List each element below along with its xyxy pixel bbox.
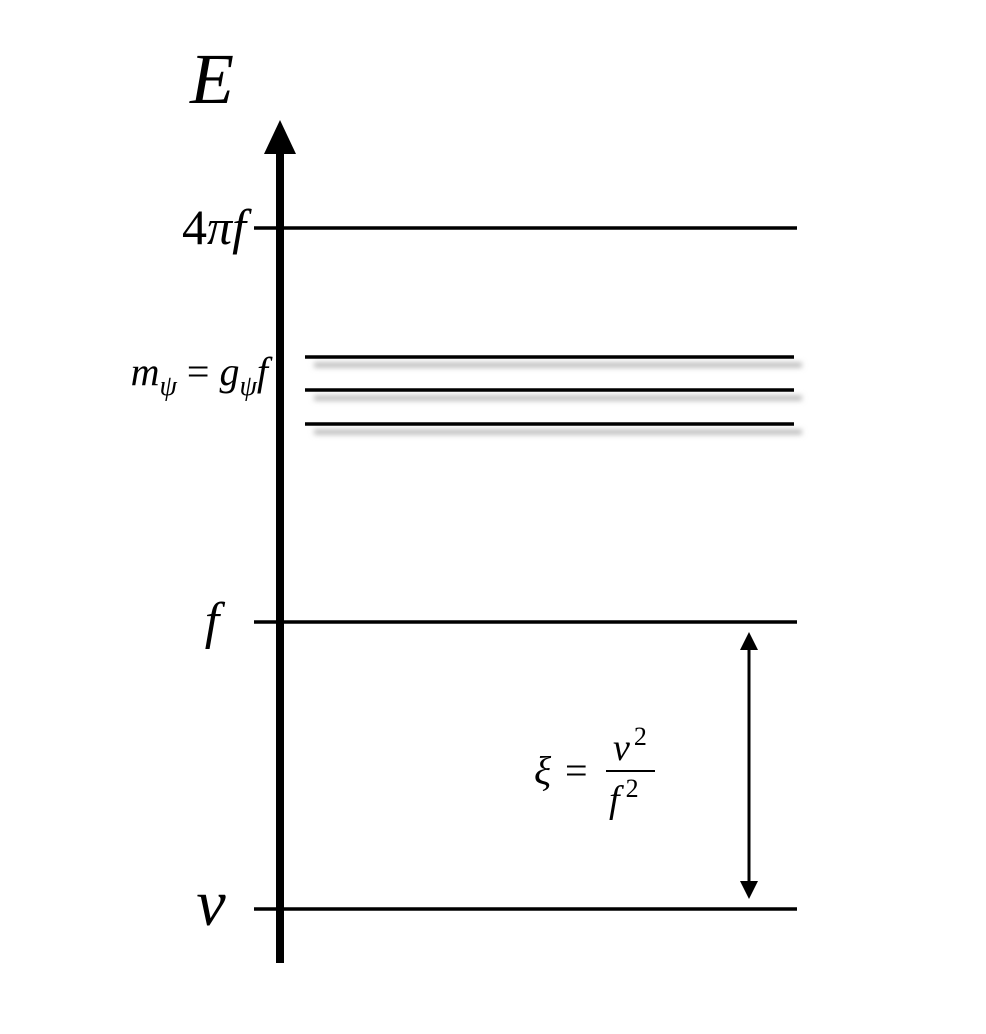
energy-axis-arrowhead bbox=[264, 120, 296, 154]
cutoff-level-prefix: 4 bbox=[182, 199, 207, 255]
xi-denominator-exponent: 2 bbox=[626, 774, 639, 803]
resonance-label: mψ=gψf bbox=[131, 349, 273, 402]
cutoff-level-label: 4πf bbox=[182, 199, 252, 255]
resonance-shadows bbox=[314, 362, 802, 435]
xi-arrowhead-up bbox=[740, 632, 758, 650]
xi-symbol: ξ bbox=[534, 748, 552, 793]
resonance-label-equals: = bbox=[187, 349, 210, 394]
v-level-label: v bbox=[196, 867, 226, 940]
resonance-label-m-subscript: ψ bbox=[160, 371, 178, 402]
xi-arrowhead-down bbox=[740, 881, 758, 899]
resonance-label-m: m bbox=[131, 349, 160, 394]
resonance-label-f: f bbox=[257, 349, 273, 394]
resonance-label-g-subscript: ψ bbox=[239, 371, 257, 402]
xi-numerator-exponent: 2 bbox=[634, 722, 647, 751]
xi-equals: = bbox=[565, 748, 588, 793]
xi-numerator-base: v bbox=[613, 727, 630, 769]
f-level-label: f bbox=[205, 593, 226, 650]
cutoff-level-pi: π bbox=[207, 199, 234, 255]
xi-denominator-base: f bbox=[609, 779, 624, 821]
cutoff-level-suffix: f bbox=[232, 199, 252, 255]
resonance-label-g: g bbox=[219, 349, 239, 394]
energy-axis-label: E bbox=[189, 39, 234, 119]
